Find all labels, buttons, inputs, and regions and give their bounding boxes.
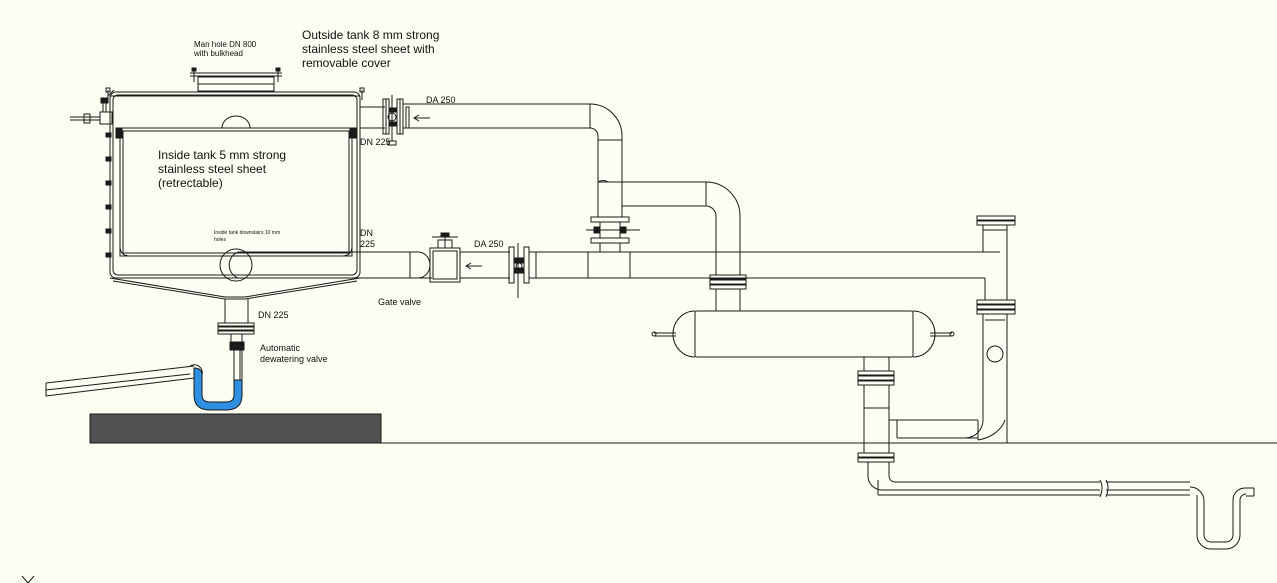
- vent-fitting: [70, 89, 115, 125]
- inside-tank-label: Inside tank 5 mm strong stainless steel …: [158, 148, 287, 190]
- da250-mid-label: DA 250: [474, 239, 504, 249]
- middle-pipe: [219, 232, 1000, 298]
- right-riser: [964, 215, 1016, 443]
- dn225-mid-label: DN 225: [360, 228, 376, 249]
- crossover-pipe: [597, 180, 741, 275]
- outer-tank: [105, 87, 365, 300]
- auto-valve-label: Automatic dewatering valve: [260, 343, 328, 364]
- concrete-slab: [89, 413, 382, 444]
- manhole-label: Man hole DN 800 with bulkhead: [194, 40, 257, 58]
- drain-trap: [45, 350, 243, 411]
- top-outlet-pipe: [360, 95, 623, 217]
- dn225-bottom-label: DN 225: [258, 310, 289, 320]
- gate-valve-label: Gate valve: [378, 297, 422, 307]
- vessel-outlet: [857, 356, 1255, 550]
- outside-tank-label: Outside tank 8 mm strong stainless steel…: [302, 28, 440, 70]
- manhole-bulkhead: [190, 67, 282, 92]
- da250-top-label: DA 250: [426, 95, 456, 105]
- vertical-valve: [586, 216, 640, 252]
- separator-vessel: [651, 274, 955, 358]
- inside-holes-label: Inside tank downstairs 10 mm holes: [214, 230, 281, 243]
- dn225-top-label: DN 225: [360, 137, 391, 147]
